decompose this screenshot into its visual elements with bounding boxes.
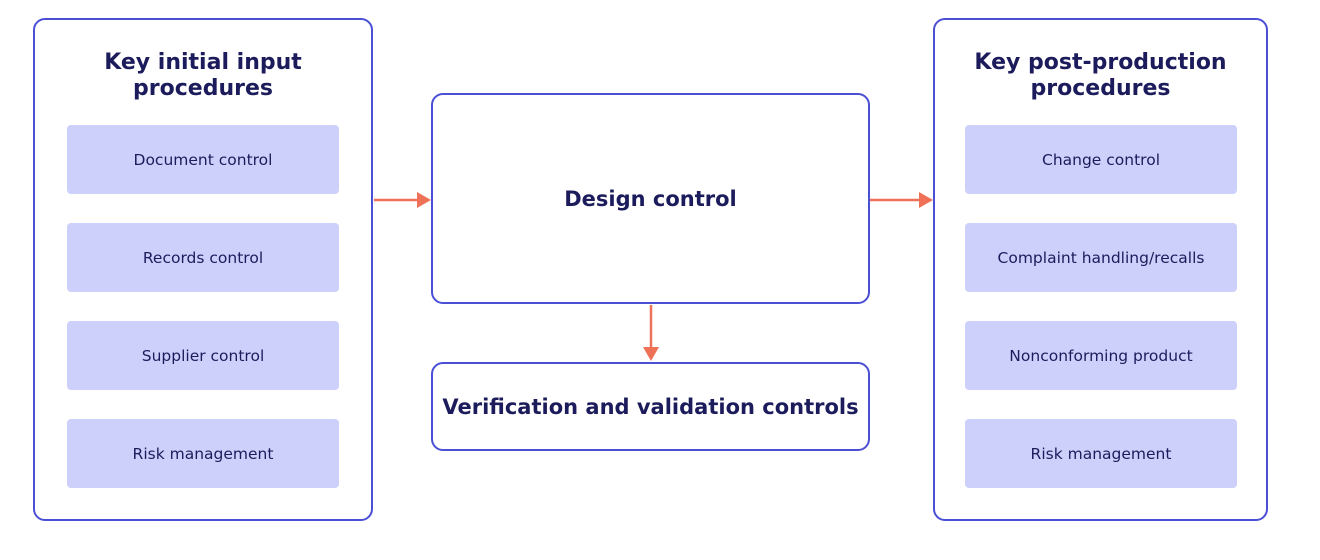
verification-validation-label: Verification and validation controls	[442, 394, 859, 419]
post-production-procedures-panel: Key post-production procedures Change co…	[933, 18, 1268, 521]
change-control-item: Change control	[965, 125, 1237, 194]
initial-input-procedures-title: Key initial input procedures	[104, 50, 302, 101]
post-production-procedures-title: Key post-production procedures	[974, 50, 1227, 101]
nonconforming-product-item: Nonconforming product	[965, 321, 1237, 390]
risk-management-item-right: Risk management	[965, 419, 1237, 488]
verification-validation-box: Verification and validation controls	[431, 362, 870, 451]
risk-management-item-left: Risk management	[67, 419, 339, 488]
complaint-handling-item: Complaint handling/recalls	[965, 223, 1237, 292]
arrow-left-to-design	[374, 192, 431, 208]
arrow-design-to-right	[870, 192, 933, 208]
arrow-design-to-verification	[643, 305, 659, 361]
document-control-item: Document control	[67, 125, 339, 194]
initial-input-procedures-panel: Key initial input procedures Document co…	[33, 18, 373, 521]
design-control-box: Design control	[431, 93, 870, 304]
design-control-label: Design control	[564, 186, 737, 211]
records-control-item: Records control	[67, 223, 339, 292]
supplier-control-item: Supplier control	[67, 321, 339, 390]
